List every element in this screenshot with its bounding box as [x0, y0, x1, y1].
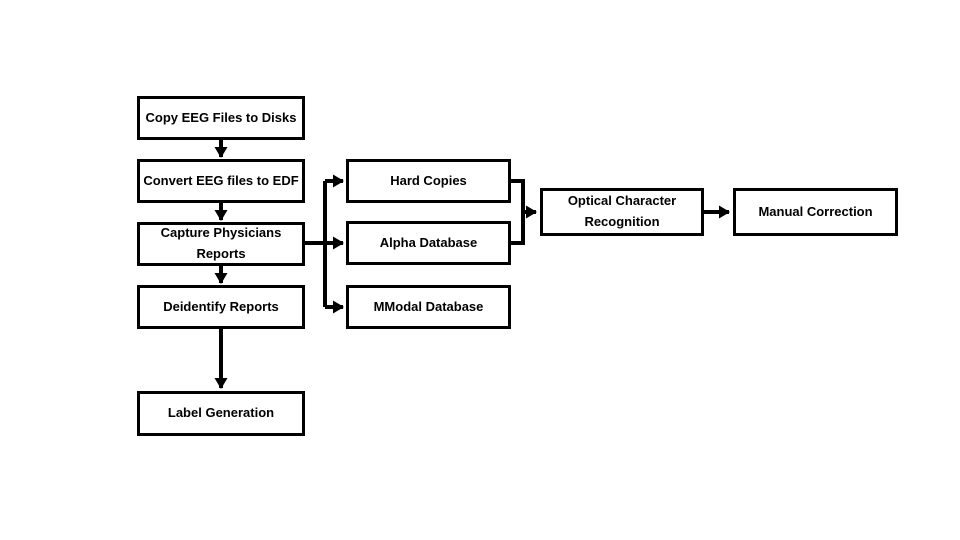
node-copy-eeg-files: Copy EEG Files to Disks: [137, 96, 305, 140]
node-hard-copies: Hard Copies: [346, 159, 511, 203]
node-capture-physicians-reports: Capture Physicians Reports: [137, 222, 305, 266]
node-label-generation: Label Generation: [137, 391, 305, 436]
node-mmodal-database: MModal Database: [346, 285, 511, 329]
node-convert-eeg-files: Convert EEG files to EDF: [137, 159, 305, 203]
node-alpha-database: Alpha Database: [346, 221, 511, 265]
node-optical-character-recognition: Optical Character Recognition: [540, 188, 704, 236]
node-manual-correction: Manual Correction: [733, 188, 898, 236]
connector-merge-to-ocr: [511, 179, 525, 245]
node-deidentify-reports: Deidentify Reports: [137, 285, 305, 329]
